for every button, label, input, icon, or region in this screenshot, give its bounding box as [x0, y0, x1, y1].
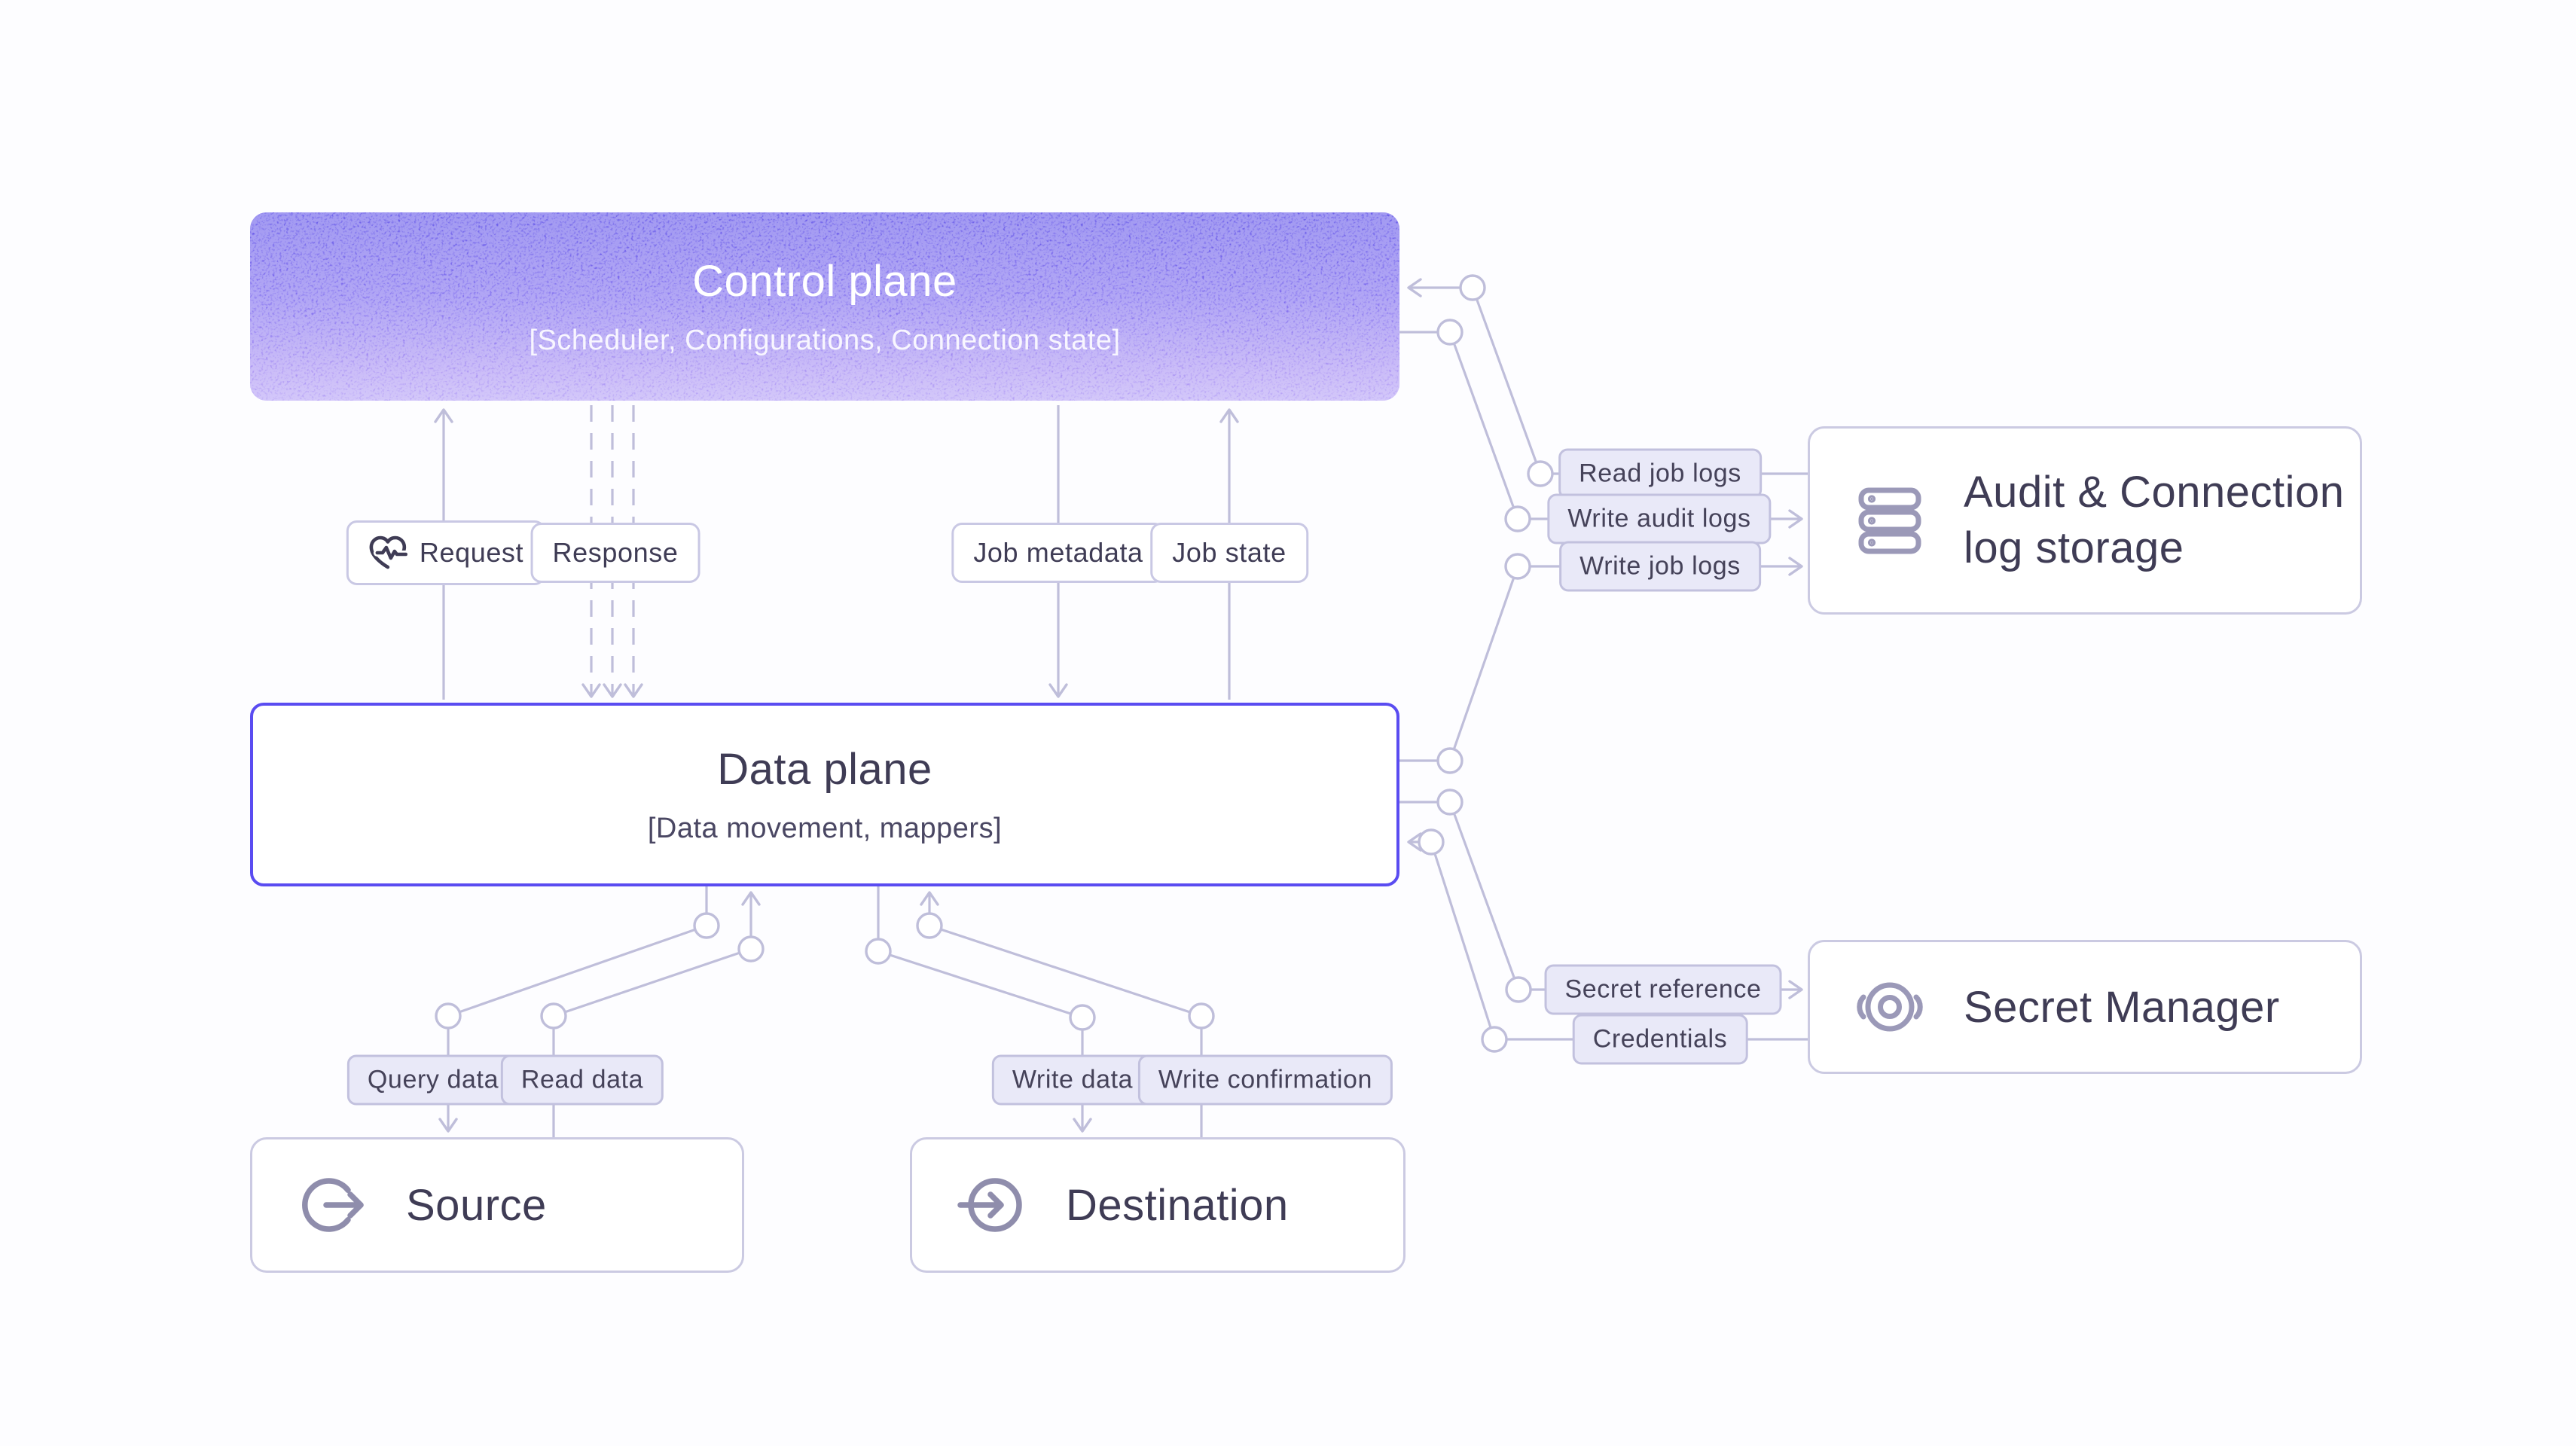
edge-label-text: Job state	[1172, 537, 1286, 568]
edge-label-secret-reference: Secret reference	[1544, 964, 1782, 1015]
data-plane-title: Data plane	[717, 745, 932, 794]
data-plane-subtitle: [Data movement, mappers]	[647, 813, 1003, 844]
node-destination: Destination	[910, 1137, 1406, 1273]
edge-label-read-data: Read data	[500, 1054, 664, 1106]
node-secret-manager: Secret Manager	[1808, 940, 2362, 1074]
edge-label-response: Response	[530, 523, 700, 583]
node-audit-log-storage: Audit & Connection log storage	[1808, 426, 2362, 615]
edge-label-request: Request	[346, 520, 546, 585]
source-title: Source	[406, 1180, 547, 1230]
control-plane-subtitle: [Scheduler, Configurations, Connection s…	[529, 325, 1121, 356]
secret-manager-title: Secret Manager	[1964, 982, 2280, 1032]
node-source: Source	[250, 1137, 744, 1273]
edge-label-text: Request	[419, 537, 524, 568]
edge-label-write-data: Write data	[991, 1054, 1154, 1106]
edge-label-text: Job metadata	[973, 537, 1143, 568]
edge-label-write-job-logs: Write job logs	[1559, 541, 1761, 592]
edge-label-read-job-logs: Read job logs	[1558, 448, 1762, 499]
edge-label-job-metadata: Job metadata	[951, 523, 1165, 583]
arrow-into-circle-icon	[957, 1178, 1022, 1232]
connector-nodes	[435, 274, 1554, 1053]
eye-icon	[1857, 982, 1923, 1032]
node-control-plane: Control plane [Scheduler, Configurations…	[250, 212, 1399, 401]
arrow-out-of-circle-icon	[302, 1178, 364, 1232]
edge-secret-reference	[1399, 801, 1803, 999]
audit-log-storage-title: Audit & Connection log storage	[1964, 468, 2345, 572]
edge-label-credentials: Credentials	[1572, 1014, 1748, 1065]
destination-title: Destination	[1066, 1180, 1289, 1230]
edge-label-write-audit-logs: Write audit logs	[1547, 493, 1772, 545]
control-plane-title: Control plane	[692, 257, 957, 306]
heart-pulse-icon	[369, 535, 407, 569]
noise-texture	[250, 212, 1399, 401]
edge-label-job-state: Job state	[1150, 523, 1308, 583]
edge-label-query-data: Query data	[346, 1054, 520, 1106]
edge-label-text: Response	[552, 537, 679, 568]
server-stack-icon	[1858, 487, 1921, 554]
edge-label-write-confirmation: Write confirmation	[1137, 1054, 1393, 1106]
edge-write-job-logs	[1399, 557, 1803, 762]
node-data-plane: Data plane [Data movement, mappers]	[250, 703, 1399, 886]
